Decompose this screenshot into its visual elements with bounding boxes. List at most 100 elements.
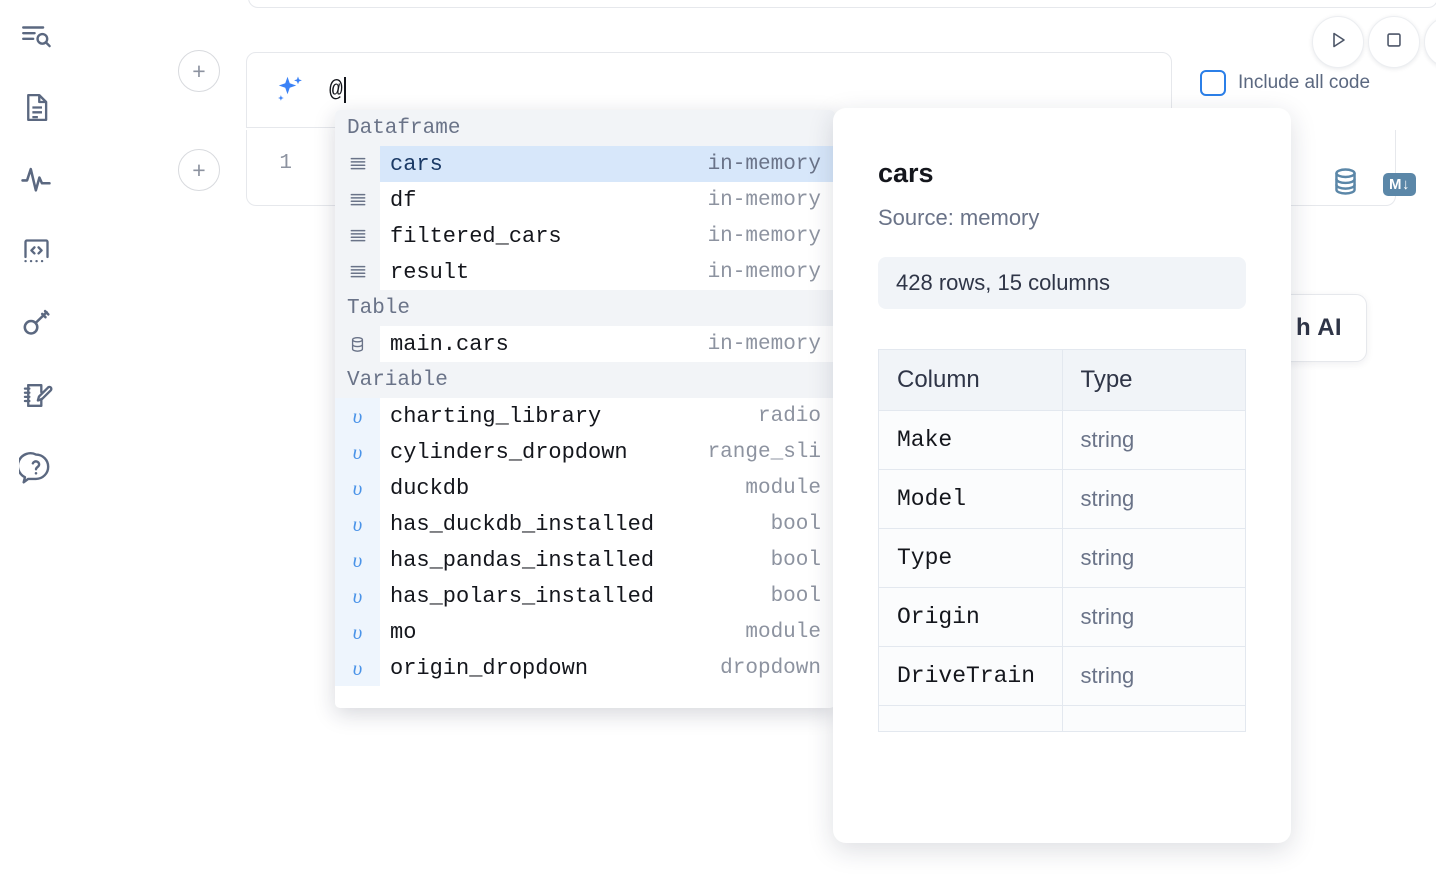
table-icon [335, 326, 380, 362]
ai-prompt-input[interactable]: @ [329, 77, 346, 103]
sidebar-item-explore[interactable] [14, 14, 58, 58]
ai-prompt-value: @ [329, 77, 343, 103]
schema-column-name: Type [878, 528, 1063, 588]
play-icon [1326, 28, 1350, 57]
dropdown-item-type: range_sli [707, 440, 821, 464]
variable-icon: υ [335, 650, 380, 686]
include-all-code-label: Include all code [1238, 72, 1371, 93]
dropdown-item-label: origin_dropdown [390, 655, 589, 681]
dropdown-item-body: result in-memory [380, 254, 835, 290]
activity-icon [19, 162, 53, 196]
dropdown-item-label: charting_library [390, 403, 602, 429]
schema-column-type: string [1061, 528, 1246, 588]
dropdown-item-body: main.cars in-memory [380, 326, 835, 362]
dropdown-item[interactable]: filtered_cars in-memory [335, 218, 835, 254]
detail-title: cars [878, 158, 934, 188]
sidebar-item-scratchpad[interactable] [14, 373, 58, 417]
dropdown-item-label: main.cars [390, 331, 509, 357]
scratchpad-icon [20, 379, 53, 412]
plus-icon: + [192, 57, 206, 84]
dropdown-item-label: has_duckdb_installed [390, 511, 655, 537]
run-button[interactable] [1312, 16, 1364, 68]
key-icon [19, 306, 53, 340]
dropdown-item-type: dropdown [720, 656, 821, 680]
dropdown-item[interactable]: result in-memory [335, 254, 835, 290]
dropdown-item-label: duckdb [390, 475, 470, 501]
explore-icon [19, 19, 53, 53]
dropdown-section-header: Variable [335, 362, 835, 398]
dropdown-item-body: charting_library radio [380, 398, 835, 434]
schema-column-type: string [1061, 587, 1246, 647]
dataframe-icon [335, 218, 380, 254]
more-button[interactable] [1424, 16, 1436, 68]
detail-panel: cars Source: memory 428 rows, 15 columns… [833, 108, 1291, 843]
markdown-badge[interactable]: M↓ [1383, 172, 1416, 196]
dropdown-item-label: cars [390, 151, 443, 177]
dropdown-item-type: module [745, 620, 821, 644]
dropdown-item-type: bool [770, 512, 821, 536]
text-caret [343, 77, 346, 103]
database-icon[interactable] [1330, 166, 1361, 202]
dropdown-item-label: result [390, 259, 470, 285]
dropdown-item-body: has_duckdb_installed bool [380, 506, 835, 542]
dropdown-item-type: bool [770, 584, 821, 608]
sidebar-item-snippets[interactable] [14, 229, 58, 273]
include-all-code-row[interactable]: Include all code [1200, 70, 1370, 96]
sidebar-item-help[interactable] [14, 445, 58, 489]
dropdown-item-type: in-memory [707, 224, 821, 248]
dropdown-item-type: in-memory [707, 260, 821, 284]
sidebar-item-notebook[interactable] [14, 85, 58, 129]
dropdown-item[interactable]: main.cars in-memory [335, 326, 835, 362]
add-cell-button-bottom[interactable]: + [178, 149, 220, 191]
include-all-code-checkbox[interactable] [1200, 70, 1226, 96]
dropdown-section-header: Table [335, 290, 835, 326]
dropdown-item[interactable]: υ has_polars_installed bool [335, 578, 835, 614]
dropdown-item-type: radio [757, 404, 821, 428]
variable-icon: υ [335, 578, 380, 614]
sidebar-item-activity[interactable] [14, 157, 58, 201]
variable-icon: υ [335, 506, 380, 542]
schema-column-name: DriveTrain [878, 646, 1063, 706]
dropdown-item-type: in-memory [707, 332, 821, 356]
variable-icon: υ [335, 614, 380, 650]
dataframe-icon [335, 182, 380, 218]
dropdown-item-label: has_pandas_installed [390, 547, 655, 573]
dropdown-item-label: has_polars_installed [390, 583, 655, 609]
dropdown-item-label: filtered_cars [390, 223, 562, 249]
schema-column-name: Model [878, 469, 1063, 529]
schema-column-name: Origin [878, 587, 1063, 647]
dropdown-item[interactable]: υ has_duckdb_installed bool [335, 506, 835, 542]
dropdown-item-label: df [390, 187, 417, 213]
dropdown-item-body: filtered_cars in-memory [380, 218, 835, 254]
cell-above [248, 0, 1436, 8]
schema-header-type: Type [1061, 349, 1246, 411]
schema-column-type: string [1061, 410, 1246, 470]
sparkle-icon [271, 72, 307, 108]
code-snippet-icon [20, 235, 53, 268]
sidebar-item-secrets[interactable] [14, 301, 58, 345]
stop-button[interactable] [1368, 16, 1420, 68]
detail-shape: 428 rows, 15 columns [878, 257, 1246, 309]
add-cell-button-top[interactable]: + [178, 50, 220, 92]
schema-column-type [1061, 705, 1246, 732]
dropdown-item-type: bool [770, 548, 821, 572]
dropdown-item[interactable]: υ origin_dropdown dropdown [335, 650, 835, 686]
